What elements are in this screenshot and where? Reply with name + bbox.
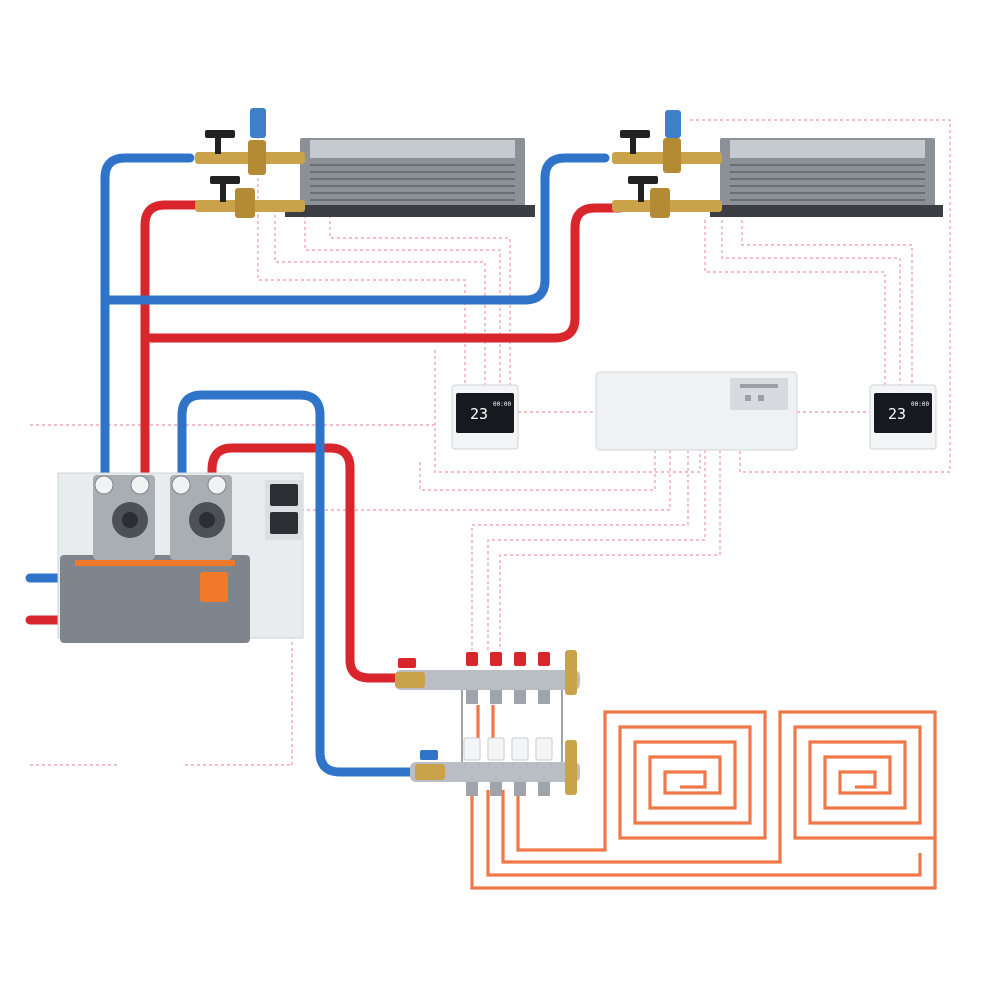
floor-loop-2 [778,710,937,840]
wire-fcu2-b [721,220,901,388]
wall-thermostat-1: 23 00:00 [451,384,519,450]
valve-handle-icon [420,750,438,760]
fan-coil-unit-2 [710,138,943,217]
pressure-gauge-icon [171,475,191,495]
controller-display [730,378,788,410]
thermostat-clock: 00:00 [493,401,511,408]
pump-left [93,475,155,560]
thermostat-temperature: 23 [888,405,906,423]
actuator-icon [463,737,481,761]
return-riser-main [100,153,195,485]
return-branch-fcu2 [100,153,610,305]
wire-fcu2-a [704,220,886,388]
valve-assembly-fcu2 [612,110,722,218]
actuator-icon [511,737,529,761]
actuator-icon [200,572,228,602]
pump-station [57,472,304,643]
return-to-manifold [177,390,415,777]
supply-pipes [25,200,625,683]
supply-to-manifold [207,443,400,683]
thermostat-temperature: 23 [470,405,488,423]
central-controller [595,371,798,451]
actuator-icon [487,737,505,761]
wire-ctrl-1 [419,450,656,491]
wire-fcu2-outer [690,119,951,473]
thermostat-clock: 00:00 [911,401,929,408]
wall-thermostat-2: 23 00:00 [869,384,937,450]
fan-coil-unit-1 [285,138,535,217]
wire-fcu1-c [304,215,501,388]
wire-ctrl-5 [499,450,721,650]
floor-loop-1 [603,710,767,840]
valve-assembly-fcu1 [195,108,305,218]
actuator-icon [665,110,681,138]
pressure-gauge-icon [207,475,227,495]
loop-feed-4 [516,790,607,852]
pump-right [170,475,232,560]
wire-fcu1-b [274,215,486,388]
loop-feed-3 [501,790,782,864]
floor-manifold [395,650,580,796]
actuator-icon [250,108,266,138]
supply-branch-fcu2 [140,203,625,343]
wire-therm1-left [434,350,701,473]
wire-fcu1-d [329,215,511,388]
actuator-icon [535,737,553,761]
loop-feed-2 [486,790,922,877]
pressure-gauge-icon [94,475,114,495]
floor-heating-loops [470,705,937,890]
valve-handle-icon [398,658,416,668]
wire-ctrl-3 [471,450,689,650]
pressure-gauge-icon [130,475,150,495]
return-pipes [25,153,610,777]
wire-ctrl-4 [487,450,706,650]
loop-feed-1 [470,790,937,890]
wire-fcu2-c [741,220,913,388]
supply-riser-main [140,200,210,485]
